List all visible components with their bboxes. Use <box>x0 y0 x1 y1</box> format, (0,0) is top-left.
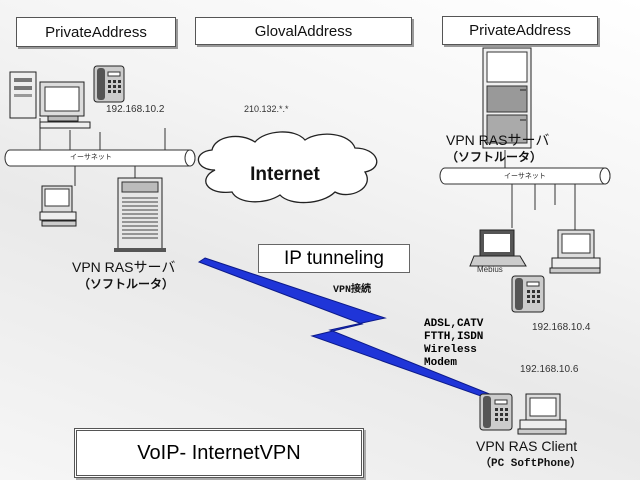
client-pc-icon <box>517 393 567 435</box>
vpn-connection-label: VPN接続 <box>333 285 372 296</box>
global-ip-address: 210.132.*.* <box>244 104 289 114</box>
access-types-list: ADSL,CATV FTTH,ISDN Wireless Modem <box>424 318 483 370</box>
right-vpn-server-sub: （ソフトルータ） <box>446 150 543 164</box>
laptop-brand-label: Mebius <box>477 265 503 274</box>
left-drop-lines <box>39 118 166 186</box>
vpn-client-sub: （PC SoftPhone） <box>480 458 582 470</box>
header-private-address-right: PrivateAddress <box>442 16 598 45</box>
vpn-client-label: VPN RAS Client <box>476 438 578 454</box>
right-ethernet-pipe <box>439 167 611 185</box>
left-ip-address: 192.168.10.2 <box>106 104 165 115</box>
internet-cloud <box>197 131 378 204</box>
left-vpn-server-icon <box>114 177 166 252</box>
left-vpn-server-label: VPN RASサーバ <box>72 259 176 275</box>
right-laptop-icon <box>469 229 527 267</box>
access-type-item: FTTH,ISDN <box>424 331 484 343</box>
client-softphone-icon <box>479 393 513 431</box>
access-type-item: Modem <box>424 357 458 369</box>
right-drop-lines <box>504 150 576 230</box>
left-ethernet-label: イーサネット <box>70 154 112 161</box>
access-type-item: Wireless <box>424 344 477 356</box>
ip-tunneling-box: IP tunneling <box>258 244 410 273</box>
internet-label: Internet <box>250 164 320 185</box>
left-ip-phone-icon <box>93 65 125 103</box>
left-vpn-server-sub: （ソフトルータ） <box>78 277 175 291</box>
left-workstation-icon <box>39 185 77 227</box>
left-ethernet-pipe <box>4 149 196 167</box>
right-vpn-server-label: VPN RASサーバ <box>446 132 550 148</box>
right-desktop-pc-icon <box>549 229 601 274</box>
access-type-item: ADSL,CATV <box>424 318 484 330</box>
left-desktop-pc-icon <box>9 71 91 129</box>
diagram-title: VoIP- InternetVPN <box>137 441 301 464</box>
header-global-address: GlovalAddress <box>195 17 412 45</box>
right-phone-ip-address: 192.168.10.4 <box>532 322 591 333</box>
right-ip-phone-icon <box>511 275 545 313</box>
header-private-address-left: PrivateAddress <box>16 17 176 47</box>
right-ethernet-label: イーサネット <box>504 173 546 180</box>
diagram-title-box: VoIP- InternetVPN <box>74 428 364 478</box>
ip-tunneling-label: IP tunneling <box>283 247 384 269</box>
right-vpn-server-icon <box>482 47 532 149</box>
client-ip-address: 192.168.10.6 <box>520 364 579 375</box>
